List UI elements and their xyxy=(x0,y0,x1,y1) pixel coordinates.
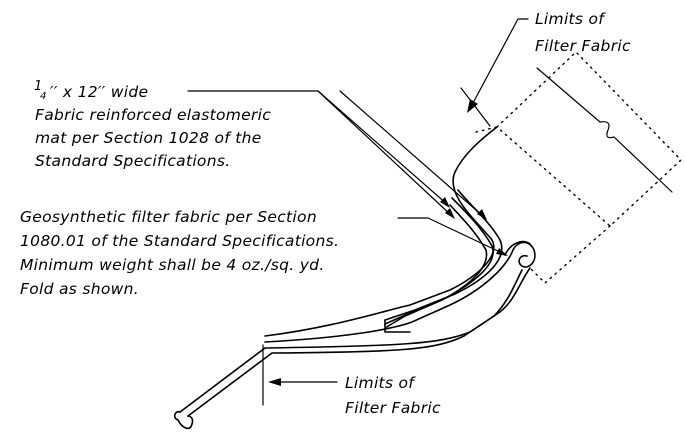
limits-bottom-callout: Limits of Filter Fabric xyxy=(262,344,441,417)
seal-strip-right-hook xyxy=(512,241,536,268)
mat-callout: 1 4 ′′ x 12′′ wide Fabric reinforced ela… xyxy=(34,79,487,220)
limits-bottom-arrowhead xyxy=(268,378,281,386)
geosynthetic-callout: Geosynthetic filter fabric per Section 1… xyxy=(20,208,508,298)
geosynthetic-line-1: Geosynthetic filter fabric per Section xyxy=(20,208,317,226)
panel-break-line xyxy=(536,67,673,193)
panel-dotted-bottom xyxy=(529,225,611,284)
limits-bottom-line-1: Limits of xyxy=(345,374,416,392)
mat-fold-top xyxy=(384,189,503,321)
mat-fraction-denominator: 4 xyxy=(40,91,47,102)
limits-top-tick xyxy=(460,87,491,127)
mat-fraction-numerator: 1 xyxy=(34,79,43,94)
seal-strip-right-hook-outer xyxy=(504,240,531,256)
mat-leader-2 xyxy=(317,90,453,217)
geosynthetic-line-3: Minimum weight shall be 4 oz./sq. yd. xyxy=(20,256,325,274)
mat-line-3: mat per Section 1028 of the xyxy=(35,129,262,147)
mat-fold-end xyxy=(384,319,411,333)
limits-top-callout: Limits of Filter Fabric xyxy=(460,10,631,127)
mat-line-1: ′′ x 12′′ wide xyxy=(50,83,148,101)
mat-fold-middle xyxy=(384,197,494,325)
geosynthetic-leader xyxy=(397,217,501,253)
geosynthetic-line-2: 1080.01 of the Standard Specifications. xyxy=(20,232,339,250)
limits-top-arrowhead xyxy=(467,99,478,113)
seal-strip-top-edge xyxy=(179,267,531,413)
adjacent-panel-outline xyxy=(475,51,683,284)
seal-strip xyxy=(173,240,536,430)
mat-arrowhead-1 xyxy=(440,197,450,208)
seal-strip-left-bulb xyxy=(173,410,194,430)
fabric-outer-layer xyxy=(264,126,498,337)
seal-strip-bottom-edge xyxy=(187,269,523,417)
limits-top-line-2: Filter Fabric xyxy=(535,37,631,55)
mat-line-4: Standard Specifications. xyxy=(35,152,230,170)
mat-fold-bottom xyxy=(384,204,488,329)
limits-bottom-line-2: Filter Fabric xyxy=(345,399,441,417)
geosynthetic-line-4: Fold as shown. xyxy=(20,280,139,298)
limits-top-line-1: Limits of xyxy=(535,10,606,28)
limits-top-leader xyxy=(472,18,529,104)
mat-leader-3 xyxy=(339,90,485,218)
mat-arrowhead-3 xyxy=(477,209,487,220)
mat-arrowhead-2 xyxy=(445,208,455,219)
mat-line-2: Fabric reinforced elastomeric xyxy=(35,106,271,124)
fabric-inner-layer xyxy=(264,249,514,343)
fabric-layers xyxy=(264,126,514,343)
panel-dotted-boundary xyxy=(495,51,683,227)
